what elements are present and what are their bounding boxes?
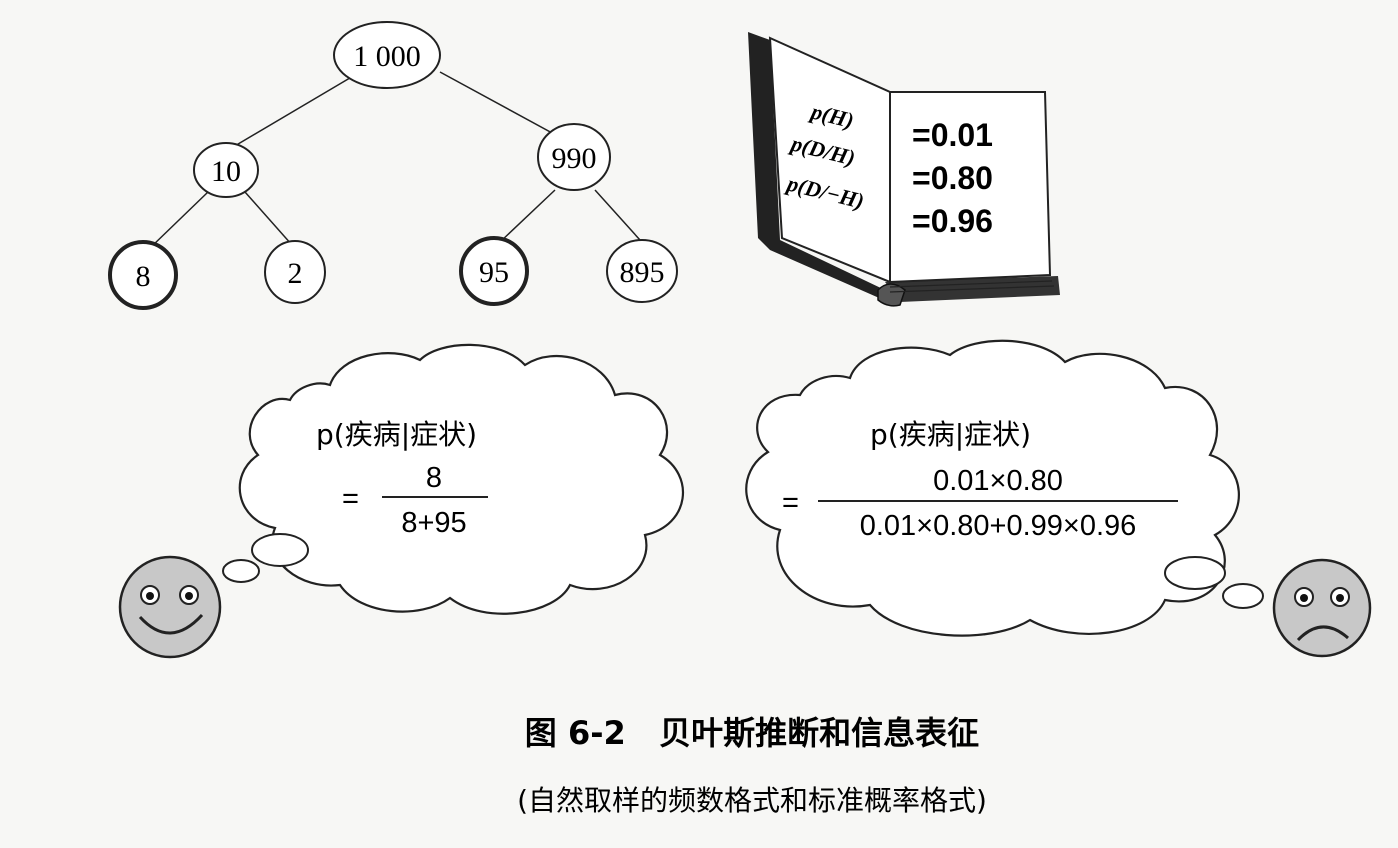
probability-book: p(H) p(D/H) p(D/−H) =0.01 =0.80 =0.96 [748,32,1060,307]
sad-face-icon [1272,558,1372,658]
book-spine [748,32,895,305]
cloud-left-numerator: 8 [426,462,442,494]
tree-root-label: 1 000 [353,40,421,73]
thought-cloud-left: p(疾病|症状) = 8 8+95 [222,343,685,615]
cloud-left-label: p(疾病|症状) [316,418,477,451]
tree-edge [244,191,293,246]
cloud-right-equals: = [782,487,799,519]
tree-left-label: 10 [211,155,241,188]
book-value-pdnh: =0.96 [912,203,993,239]
frequency-tree [149,71,641,249]
happy-face-icon [118,555,222,659]
book-binding [877,283,906,307]
thought-bubble [1222,583,1264,609]
thought-bubble [251,533,309,567]
cloud-shape [238,343,685,615]
cloud-right-denominator: 0.01×0.80+0.99×0.96 [860,510,1137,542]
tree-right-label: 990 [552,142,597,175]
tree-leaf-node: 895 [606,239,678,303]
tree-edge [594,189,641,241]
cloud-left-denominator: 8+95 [401,507,466,539]
tree-left-node: 10 [193,142,259,198]
tree-edge [227,71,361,151]
tree-root-node: 1 000 [333,21,441,89]
tree-leaf-node: 95 [459,236,529,306]
figure-caption-title: 图 6-2 贝叶斯推断和信息表征 [525,714,979,752]
tree-leaf-label: 2 [288,257,303,290]
tree-leaf-label: 8 [136,260,151,293]
cloud-shape [745,339,1240,637]
thought-cloud-right: p(疾病|症状) = 0.01×0.80 0.01×0.80+0.99×0.96 [745,339,1264,637]
cloud-right-label: p(疾病|症状) [870,418,1031,451]
thought-bubble [1164,556,1226,590]
tree-leaf-label: 95 [479,256,509,289]
tree-edge [499,189,556,243]
book-value-pdh: =0.80 [912,160,993,196]
tree-right-node: 990 [537,123,611,191]
tree-leaf-node: 2 [264,240,326,304]
book-right-page [889,91,1052,284]
cloud-left-equals: = [342,483,359,515]
tree-leaf-node: 8 [108,240,178,310]
book-value-ph: =0.01 [912,117,993,153]
thought-bubble [222,559,260,583]
tree-edge [149,191,209,249]
cloud-right-numerator: 0.01×0.80 [933,465,1063,497]
tree-leaf-label: 895 [620,256,665,289]
figure-caption-subtitle: (自然取样的频数格式和标准概率格式) [517,784,987,817]
tree-edge [439,71,566,141]
